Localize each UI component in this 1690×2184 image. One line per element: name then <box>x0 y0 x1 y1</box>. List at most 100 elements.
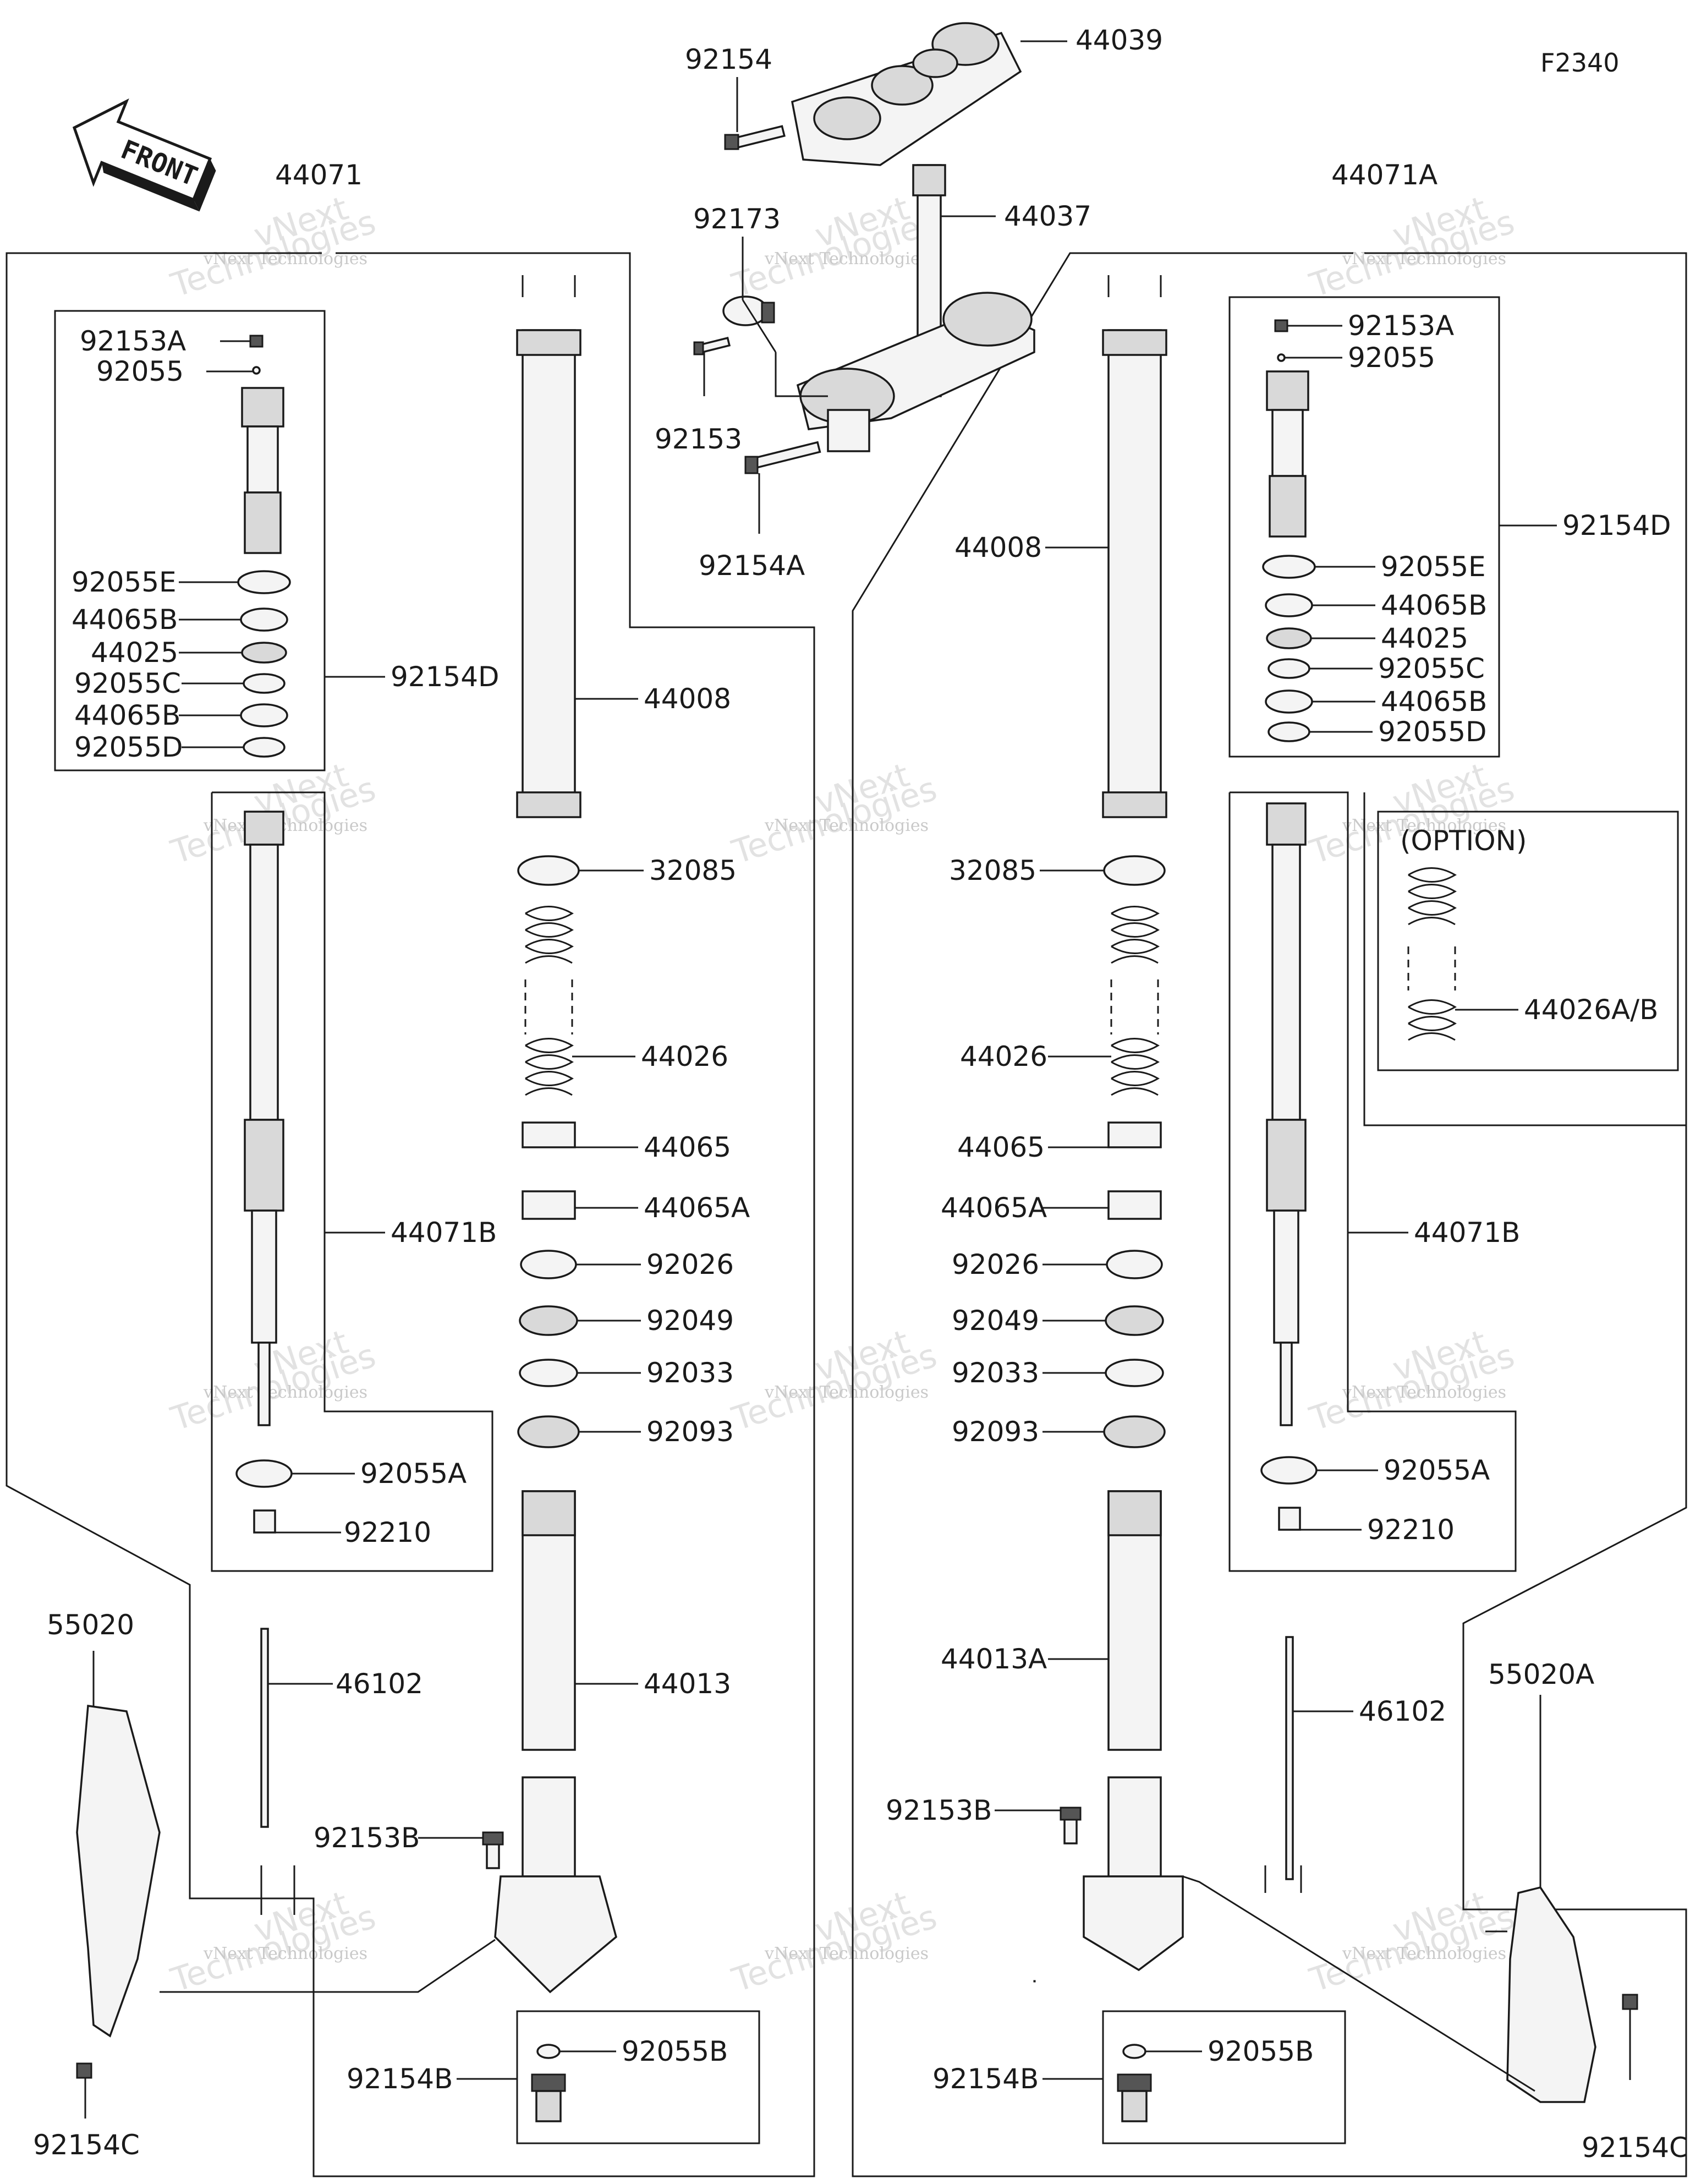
left-dust-seal <box>517 1415 580 1448</box>
label-92210-left: 92210 <box>344 1517 431 1548</box>
left-oring-c <box>243 673 286 694</box>
front-arrow-icon: FRONT <box>72 98 216 212</box>
left-oring <box>536 2044 561 2059</box>
label-44065-right: 44065 <box>957 1131 1045 1163</box>
right-spring <box>1110 906 1160 1096</box>
label-44025-left: 44025 <box>91 637 178 669</box>
right-damper-cap-icon <box>1266 319 1309 538</box>
right-bushing-a <box>1107 1190 1162 1220</box>
left-oring-a <box>235 1459 293 1488</box>
right-small-bolt-icon <box>1060 1807 1082 1844</box>
right-cartridge-box <box>1228 791 1517 1572</box>
left-damper-cartridge <box>244 811 284 1426</box>
left-cartridge-box <box>211 791 493 1572</box>
label-92210-right: 92210 <box>1367 1514 1455 1546</box>
label-92055-right: 92055 <box>1348 342 1435 374</box>
label-92026-right: 92026 <box>952 1249 1039 1280</box>
label-92153a-left: 92153A <box>80 325 186 357</box>
watermark-text: vNext Technologies <box>203 1383 367 1402</box>
label-92055e-right: 92055E <box>1381 551 1486 583</box>
label-92055-left: 92055 <box>96 355 184 387</box>
label-44008-left: 44008 <box>644 683 731 715</box>
label-44071b-right: 44071B <box>1414 1217 1520 1249</box>
left-bushing <box>522 1121 576 1148</box>
label-92033-right: 92033 <box>952 1357 1039 1389</box>
label-44071: 44071 <box>275 159 363 191</box>
left-cartridge-kit-box <box>54 310 326 771</box>
right-bottom-box <box>1102 2010 1346 2144</box>
left-damper-cap-icon <box>241 335 284 554</box>
label-46102-right: 46102 <box>1359 1695 1446 1727</box>
watermark-text: vNext Technologies <box>764 249 929 269</box>
left-washer <box>520 1250 577 1279</box>
pinch-bolt-icon <box>744 441 821 474</box>
label-92093-left: 92093 <box>646 1416 734 1448</box>
left-outer-tube <box>516 275 581 818</box>
left-drain-bolt <box>531 2073 566 2122</box>
left-oring-d <box>243 737 286 758</box>
right-rod-46102 <box>1285 1636 1294 1880</box>
leader-lines <box>84 40 1631 2119</box>
bolt-icon <box>724 125 786 150</box>
label-44013a: 44013A <box>941 1643 1047 1675</box>
right-oring-c <box>1268 658 1310 679</box>
left-bushing-ring <box>517 855 580 886</box>
label-92055e-left: 92055E <box>72 566 177 598</box>
watermark-text: vNext Technologies <box>1342 1944 1506 1963</box>
right-oring-e <box>1262 555 1316 579</box>
label-92154c-left: 92154C <box>33 2129 140 2161</box>
left-fork-guard <box>76 1705 161 2038</box>
left-rod-46102 <box>260 1628 269 1828</box>
label-92049-left: 92049 <box>646 1305 734 1337</box>
right-oring <box>1122 2044 1146 2059</box>
label-92153b-right: 92153B <box>886 1794 992 1826</box>
right-clip <box>1105 1359 1164 1387</box>
label-55020: 55020 <box>47 1609 134 1641</box>
left-ring-44025 <box>241 642 287 664</box>
part-number-labels: 92154 44039 92173 44037 92153 92154A 440… <box>33 24 1688 2164</box>
option-spring <box>1407 867 1457 1041</box>
right-drain-bolt <box>1117 2073 1152 2122</box>
label-92173: 92173 <box>693 203 781 235</box>
label-32085-right: 32085 <box>949 855 1036 886</box>
label-44071b-left: 44071B <box>391 1217 497 1249</box>
label-92093-right: 92093 <box>952 1416 1039 1448</box>
right-rod-ghost <box>1264 1865 1302 1893</box>
label-44013: 44013 <box>644 1668 731 1700</box>
label-32085-left: 32085 <box>649 855 737 886</box>
steering-stem <box>796 164 1035 452</box>
label-55020a: 55020A <box>1488 1658 1594 1690</box>
left-collar-b2 <box>240 703 288 727</box>
right-inner-tube <box>1083 1490 1184 1972</box>
right-damper-cartridge <box>1266 802 1307 1426</box>
label-44025-right: 44025 <box>1381 622 1468 654</box>
watermark-text: vNext Technologies <box>203 816 367 835</box>
label-44008-right: 44008 <box>954 532 1042 563</box>
left-inner-tube <box>494 1490 617 1994</box>
right-assembly-frame <box>852 252 1687 2177</box>
watermark-text: vNext Technologies <box>203 249 367 269</box>
label-92154b-left: 92154B <box>347 2063 453 2095</box>
label-44039: 44039 <box>1076 24 1163 56</box>
label-44026-right: 44026 <box>960 1041 1047 1072</box>
label-92049-right: 92049 <box>952 1305 1039 1337</box>
right-outer-tube <box>1102 275 1167 818</box>
right-guard-bolt-icon <box>1622 1994 1638 2010</box>
watermark-text: vNext Technologies <box>764 1383 929 1402</box>
label-92154a: 92154A <box>699 550 805 582</box>
right-bushing <box>1107 1121 1162 1148</box>
left-spring <box>524 906 574 1096</box>
right-dust-seal <box>1103 1415 1166 1448</box>
right-ring-44025 <box>1266 627 1312 649</box>
label-92153b-left: 92153B <box>314 1822 420 1854</box>
right-oil-seal <box>1105 1305 1164 1336</box>
label-46102-left: 46102 <box>336 1668 423 1700</box>
label-92153a-right: 92153A <box>1348 310 1454 342</box>
left-assembly-frame <box>6 252 815 2177</box>
